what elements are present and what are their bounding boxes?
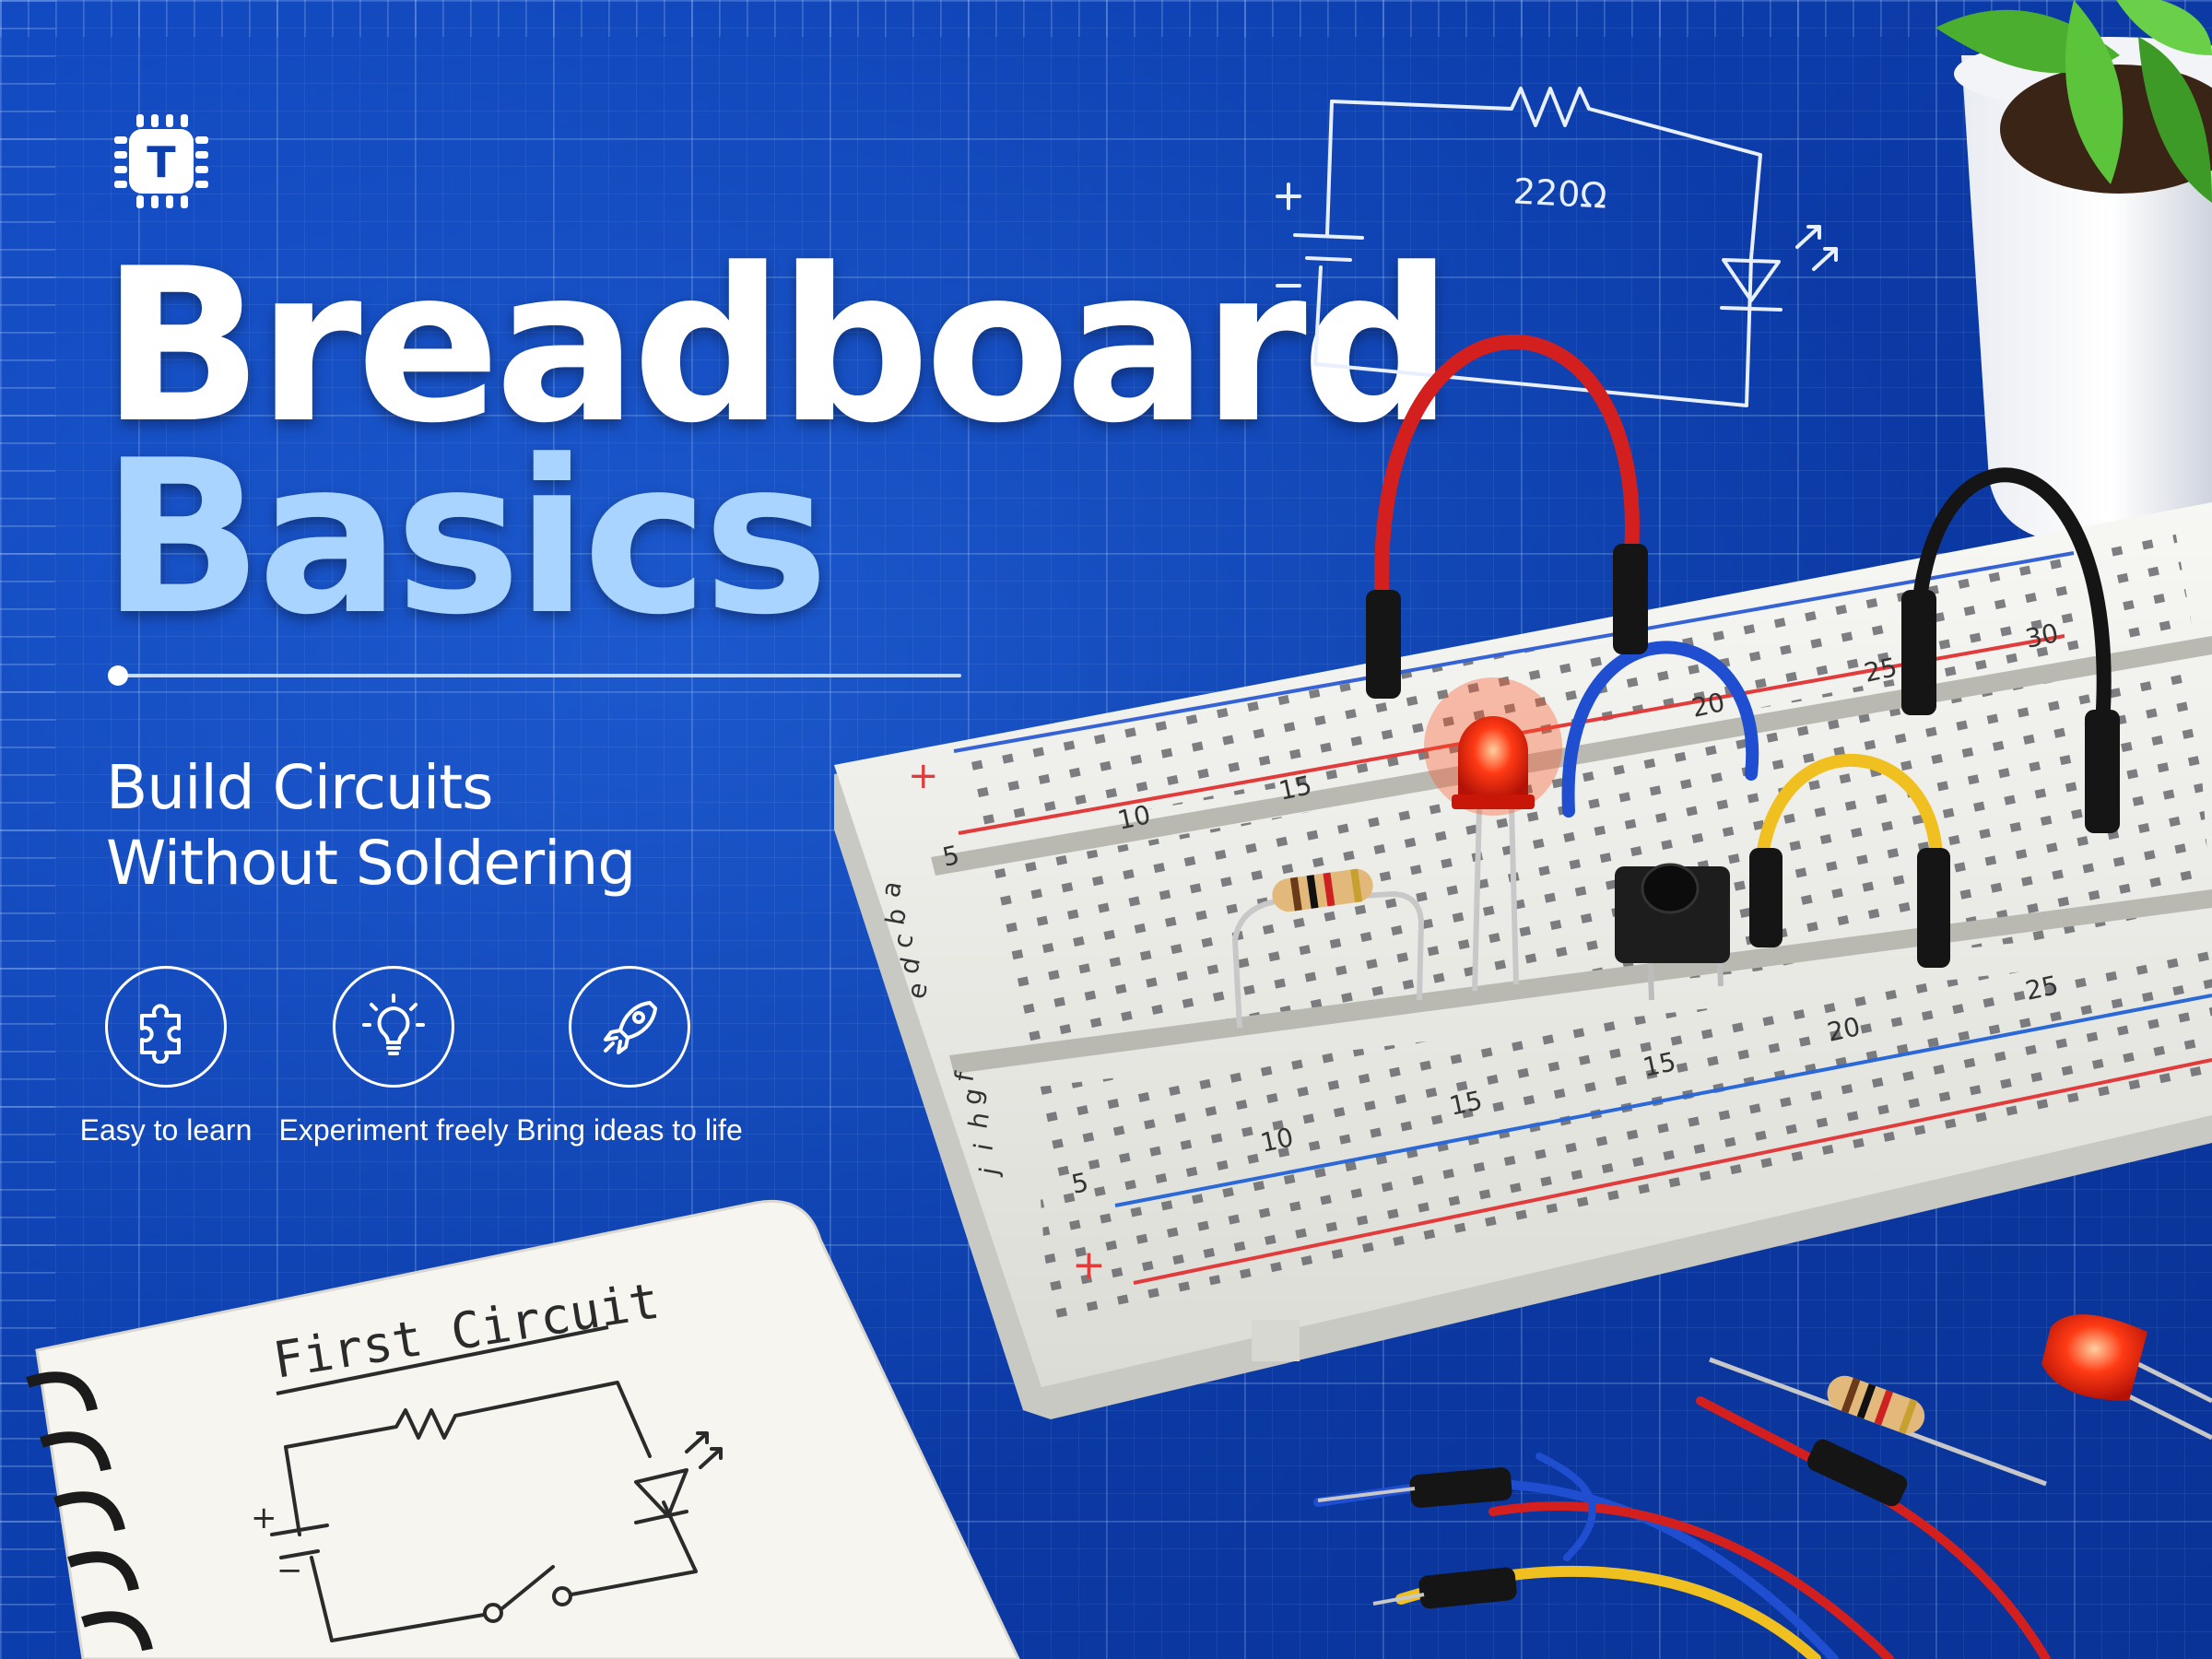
feature-circle (569, 966, 690, 1088)
column-number: 25 (2023, 970, 2062, 1006)
row-label: b (879, 906, 912, 927)
feature-easy-to-learn: Easy to learn (46, 966, 286, 1150)
row-label: d (893, 955, 926, 976)
loose-components (1313, 1314, 2212, 1659)
feature-label: Bring ideas to life (516, 1113, 743, 1147)
column-number: 30 (2023, 618, 2062, 654)
resistor-component (1231, 868, 1425, 1029)
column-number: 25 (1862, 652, 1900, 688)
feature-circle (105, 966, 227, 1088)
rocket-icon (604, 1001, 657, 1054)
top-ruler (0, 0, 2212, 37)
rail-plus-top: + (908, 755, 939, 797)
push-button-component (1615, 863, 1730, 1001)
jumper-wires (1374, 335, 2112, 891)
feature-label: Easy to learn (79, 1113, 253, 1147)
divider-line (109, 674, 961, 677)
row-label: c (887, 931, 919, 950)
row-label: g (956, 1086, 989, 1107)
notebook-minus: − (276, 1552, 303, 1589)
blue-jumper-wire (1561, 641, 1759, 818)
feature-experiment-freely: Experiment freely (274, 966, 513, 1150)
notebook: First Circuit + − (26, 1199, 1020, 1659)
notebook-plus: + (251, 1500, 277, 1536)
chip-logo-icon: T (111, 111, 212, 212)
column-number: 20 (1689, 687, 1728, 724)
row-label: h (962, 1110, 995, 1131)
puzzle-icon (140, 1004, 181, 1064)
led-component (1424, 677, 1562, 992)
loose-led (2041, 1314, 2212, 1441)
page-title-line-1: Breadboard (101, 224, 1453, 470)
logo-letter: T (147, 137, 176, 187)
row-label: e (900, 981, 933, 1002)
wire-connectors (1366, 544, 2120, 968)
yellow-jumper-wire (1754, 754, 1944, 891)
column-number: 10 (1258, 1122, 1297, 1159)
spiral-binding (26, 1371, 153, 1652)
black-jumper-wire (1910, 467, 2112, 745)
resistor-value-label: 220Ω (1512, 171, 1608, 216)
breadboard (834, 502, 2212, 1419)
loose-wires (1313, 1396, 2051, 1659)
circuit-schematic (1276, 87, 1838, 407)
feature-label: Experiment freely (278, 1113, 509, 1147)
column-number: 15 (1447, 1085, 1486, 1122)
column-number: 20 (1825, 1011, 1864, 1048)
column-number: 15 (1277, 770, 1315, 806)
red-jumper-wire (1374, 335, 1640, 616)
page-title-line-2: Basics (101, 416, 829, 662)
row-label: a (875, 879, 907, 900)
column-number: 10 (1115, 799, 1154, 836)
feature-circle (333, 966, 454, 1088)
rail-plus-bottom: + (1072, 1241, 1106, 1288)
lightbulb-icon (362, 994, 425, 1055)
loose-resistor (1827, 1375, 1925, 1434)
plant-pot (1936, 0, 2212, 544)
subtitle-line-2: Without Soldering (106, 828, 636, 899)
divider-dot (108, 665, 128, 686)
notebook-schematic (270, 1381, 723, 1642)
subtitle-line-1: Build Circuits (106, 752, 493, 823)
feature-bring-ideas-to-life: Bring ideas to life (510, 966, 749, 1150)
column-number: 15 (1641, 1046, 1679, 1083)
